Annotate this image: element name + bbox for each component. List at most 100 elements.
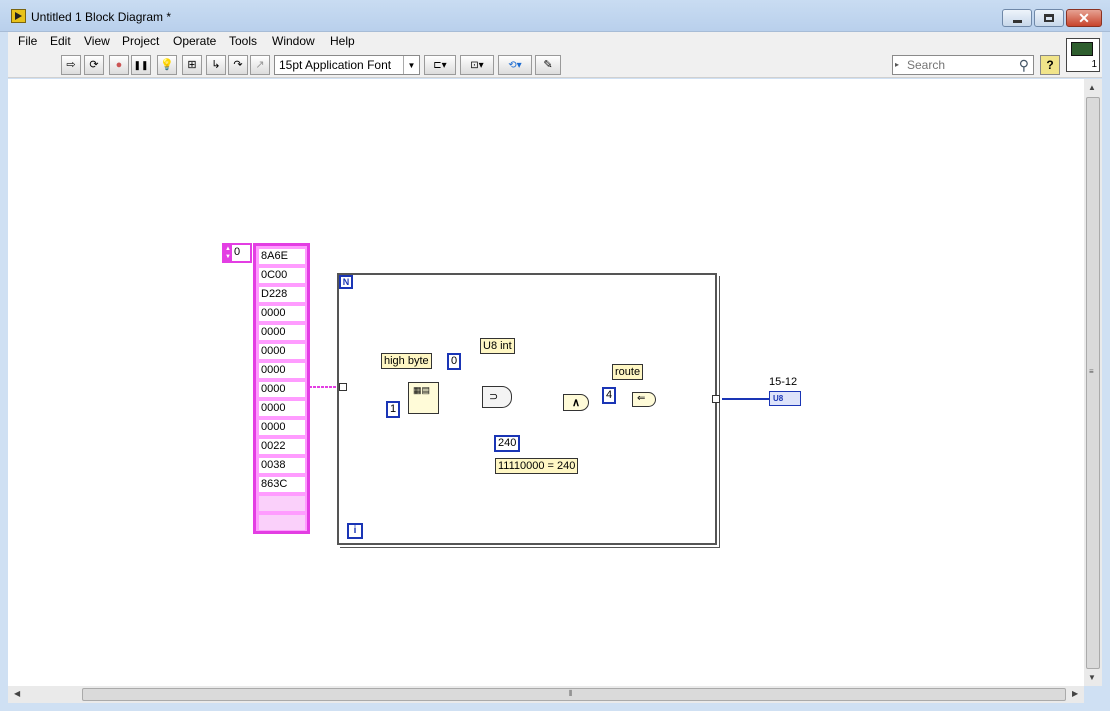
u8-indicator[interactable]: U8 — [769, 391, 801, 406]
step-into-icon: ↳ — [211, 58, 221, 71]
horizontal-scrollbar[interactable]: ◀ ⦀ ▶ — [8, 686, 1084, 703]
menu-operate[interactable]: Operate — [173, 34, 217, 48]
vi-icon[interactable]: 1 — [1066, 38, 1100, 72]
loop-count-terminal[interactable]: N — [339, 275, 353, 289]
scroll-grip-icon: ⦀ — [569, 689, 573, 698]
minimize-button[interactable] — [1002, 9, 1032, 27]
context-help-button[interactable]: ? — [1040, 55, 1060, 75]
array-index-display[interactable]: ▲▼ 0 — [222, 243, 252, 263]
array-element[interactable]: 0038 — [259, 458, 305, 473]
close-button[interactable]: ✕ — [1066, 9, 1102, 27]
scroll-up-icon[interactable]: ▲ — [1088, 83, 1096, 92]
loop-iteration-terminal[interactable]: i — [347, 523, 363, 539]
menu-tools[interactable]: Tools — [229, 34, 258, 48]
array-element[interactable]: 0000 — [259, 401, 305, 416]
array-element[interactable]: 0000 — [259, 325, 305, 340]
array-element[interactable]: 0022 — [259, 439, 305, 454]
label-mask-note: 11110000 = 240 — [495, 458, 579, 474]
array-element[interactable]: 0000 — [259, 382, 305, 397]
align-objects-icon: ⊏▾ — [433, 59, 447, 71]
split-index-constant[interactable]: 1 — [386, 401, 401, 418]
shift-icon: ⇐ — [637, 393, 646, 404]
pause-button[interactable]: ❚❚ — [131, 55, 151, 75]
abort-button[interactable]: ● — [109, 55, 129, 75]
for-loop[interactable] — [337, 273, 717, 545]
minimize-icon — [1012, 19, 1022, 23]
step-over-icon: ↷ — [233, 58, 243, 71]
menu-view[interactable]: View — [84, 34, 110, 48]
window-title: Untitled 1 Block Diagram * — [31, 10, 172, 24]
font-select-value: 15pt Application Font — [279, 58, 392, 72]
distribute-objects-icon: ⊡▾ — [470, 59, 484, 71]
vi-icon-number: 1 — [1091, 59, 1097, 70]
step-out-button[interactable]: ↗ — [250, 55, 270, 75]
array-element[interactable]: 863C — [259, 477, 305, 492]
font-select[interactable]: 15pt Application Font ▼ — [274, 55, 420, 75]
maximize-button[interactable] — [1034, 9, 1064, 27]
scroll-grip-icon: ≡ — [1089, 367, 1094, 376]
pause-icon: ❚❚ — [133, 59, 149, 70]
array-element-empty[interactable] — [259, 515, 305, 530]
step-out-icon: ↗ — [255, 58, 265, 71]
cleanup-diagram-button[interactable]: ✎ — [535, 55, 561, 75]
array-element[interactable]: 0000 — [259, 344, 305, 359]
u8-convert-function[interactable]: ⊃ — [482, 386, 512, 408]
menu-file[interactable]: File — [18, 34, 38, 48]
scroll-right-icon[interactable]: ▶ — [1072, 689, 1079, 698]
label-route: route — [612, 364, 644, 380]
distribute-objects-dropdown[interactable]: ⊡▾ — [460, 55, 494, 75]
logical-shift-function[interactable]: ⇐ — [632, 392, 656, 407]
indicator-label: 15-12 — [769, 376, 798, 388]
horizontal-scroll-thumb[interactable] — [82, 688, 1066, 701]
menu-project[interactable]: Project — [122, 34, 160, 48]
toolbar: ⇨ ⟳ ● ❚❚ 💡 ⊞ ↳ ↷ ↗ 15pt Application Font… — [8, 38, 1102, 78]
index-spinner-icon[interactable]: ▲▼ — [224, 245, 232, 261]
array-element[interactable]: 0000 — [259, 306, 305, 321]
cleanup-diagram-icon: ✎ — [543, 58, 553, 71]
search-box[interactable]: ▸ ⚲ — [892, 55, 1034, 75]
reorder-dropdown[interactable]: ⟲▾ — [498, 55, 532, 75]
split-number-function[interactable]: ▦▤ — [408, 382, 439, 414]
maximize-icon — [1044, 14, 1054, 22]
array-constant[interactable]: 8A6E 0C00 D228 0000 0000 0000 0000 0000 … — [253, 243, 310, 534]
highlight-execution-button[interactable]: 💡 — [157, 55, 177, 75]
array-element-empty[interactable] — [259, 496, 305, 511]
close-icon: ✕ — [1078, 10, 1090, 26]
array-element[interactable]: 8A6E — [259, 249, 305, 264]
vertical-scrollbar[interactable]: ▲ ≡ ▼ — [1084, 79, 1102, 686]
retain-wire-values-button[interactable]: ⊞ — [182, 55, 202, 75]
input-tunnel[interactable] — [339, 383, 347, 391]
split-number-icon: ▦▤ — [413, 385, 431, 395]
mask-constant[interactable]: 240 — [494, 435, 521, 452]
search-input[interactable] — [907, 57, 1011, 73]
scroll-down-icon[interactable]: ▼ — [1088, 673, 1096, 682]
array-element[interactable]: 0000 — [259, 363, 305, 378]
step-over-button[interactable]: ↷ — [228, 55, 248, 75]
scroll-left-icon[interactable]: ◀ — [14, 689, 21, 698]
array-element[interactable]: 0000 — [259, 420, 305, 435]
output-tunnel[interactable] — [712, 395, 720, 403]
title-bar: Untitled 1 Block Diagram * ✕ — [0, 0, 1110, 32]
run-button[interactable]: ⇨ — [61, 55, 81, 75]
retain-wire-values-icon: ⊞ — [187, 58, 197, 71]
run-continuously-button[interactable]: ⟳ — [84, 55, 104, 75]
array-element[interactable]: D228 — [259, 287, 305, 302]
run-continuously-icon: ⟳ — [89, 58, 99, 71]
align-objects-dropdown[interactable]: ⊏▾ — [424, 55, 456, 75]
array-index-value: 0 — [234, 246, 241, 258]
and-function[interactable]: ∧ — [563, 394, 589, 411]
highlight-execution-icon: 💡 — [160, 58, 174, 71]
label-high-byte: high byte — [381, 353, 432, 369]
and-icon: ∧ — [572, 397, 581, 409]
route-constant[interactable]: 4 — [602, 387, 617, 404]
u8-constant[interactable]: 0 — [447, 353, 462, 370]
array-element[interactable]: 0C00 — [259, 268, 305, 283]
abort-icon: ● — [115, 58, 123, 71]
step-into-button[interactable]: ↳ — [206, 55, 226, 75]
search-icon: ⚲ — [1018, 57, 1029, 73]
vertical-scroll-thumb[interactable] — [1086, 97, 1100, 669]
menu-help[interactable]: Help — [330, 34, 355, 48]
menu-edit[interactable]: Edit — [50, 34, 71, 48]
search-options-icon: ▸ — [895, 60, 900, 69]
menu-window[interactable]: Window — [272, 34, 315, 48]
